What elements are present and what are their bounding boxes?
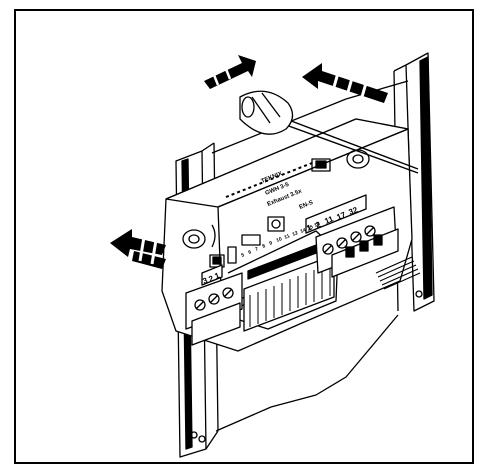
strip-16: 16 (314, 221, 322, 229)
arrow-push-left-bottom (110, 229, 166, 269)
right-small-label: EN-S (299, 200, 315, 211)
terminal-block-left (185, 272, 243, 346)
strip-10: 10 (276, 236, 284, 244)
terminal-label-left (201, 264, 223, 286)
adjustment-knob-left (182, 224, 216, 249)
adjustment-knob-right (311, 149, 370, 172)
strip-5: 5 (241, 252, 246, 259)
strip-9: 9 (269, 240, 274, 247)
strip-12: 12 (292, 230, 300, 238)
terminal-right-4: 17 (335, 210, 347, 222)
figure-frame: TEKNIX GWH 3-5 Exhaust 3.5x EN-S 3 2 1 1… (14, 9, 474, 464)
terminal-right-3: 11 (323, 214, 335, 226)
left-switch (209, 246, 237, 268)
terminal-right-1: 1 (305, 223, 313, 233)
terminal-block-right (315, 206, 399, 278)
back-plate (211, 80, 409, 432)
strip-7: 7 (255, 246, 260, 253)
strip-8: 8 (262, 243, 267, 250)
strip-15: 15 (307, 224, 315, 232)
strip-11: 11 (284, 233, 291, 241)
screwdriver (239, 90, 419, 174)
terminal-left-2: 2 (207, 274, 215, 284)
installation-diagram: TEKNIX GWH 3-5 Exhaust 3.5x EN-S 3 2 1 1… (110, 52, 435, 458)
center-relay (241, 216, 285, 246)
terminal-block-middle (243, 238, 335, 332)
terminal-label-right (305, 194, 367, 234)
terminal-left-1: 3 (201, 276, 209, 286)
arrow-push-left-top (302, 63, 388, 103)
terminal-right-5: 32 (347, 205, 359, 217)
strip-14: 14 (300, 227, 308, 235)
strip-6: 6 (248, 249, 253, 256)
terminal-right-2: 2 (314, 220, 322, 230)
terminal-left-3: 1 (213, 271, 221, 281)
arrow-pull-up-left (204, 55, 256, 89)
vent-grille (375, 256, 421, 290)
